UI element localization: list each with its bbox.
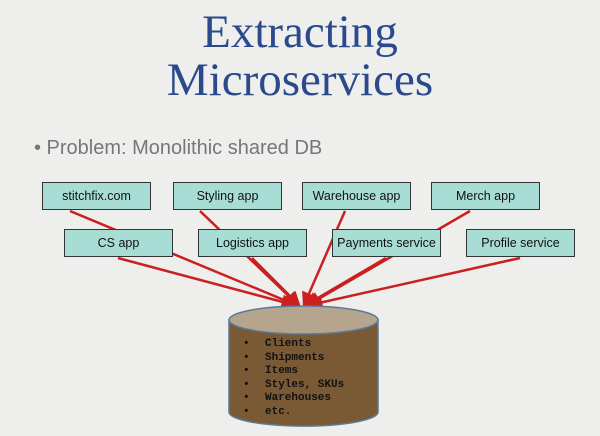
database-cylinder [228, 305, 379, 427]
connector-line [307, 256, 521, 310]
app-box-cs: CS app [64, 229, 173, 257]
problem-bullet: • Problem: Monolithic shared DB [34, 137, 323, 159]
db-item: •etc. [243, 405, 292, 418]
db-contents: •Clients •Shipments •Items •Styles, SKUs… [243, 338, 345, 420]
db-item: •Items [243, 365, 299, 378]
app-box-merch: Merch app [431, 182, 540, 210]
app-box-stitchfix: stitchfix.com [42, 182, 151, 210]
connector-line [302, 210, 347, 308]
connector-line [69, 209, 299, 308]
db-item: •Shipments [243, 351, 325, 364]
app-box-warehouse: Warehouse app [302, 182, 411, 210]
db-item: •Styles, SKUs [243, 378, 345, 391]
connector-line [251, 257, 301, 307]
app-box-profile: Profile service [466, 229, 575, 257]
app-box-styling: Styling app [173, 182, 282, 210]
slide-title-line1: Extracting [202, 6, 398, 58]
app-box-logistics: Logistics app [198, 229, 307, 257]
app-box-payments: Payments service [332, 229, 441, 257]
connector-line [117, 256, 297, 310]
db-item: •Warehouses [243, 392, 332, 405]
db-item: •Clients [243, 338, 312, 350]
slide-title-line2: Microservices [166, 54, 434, 106]
